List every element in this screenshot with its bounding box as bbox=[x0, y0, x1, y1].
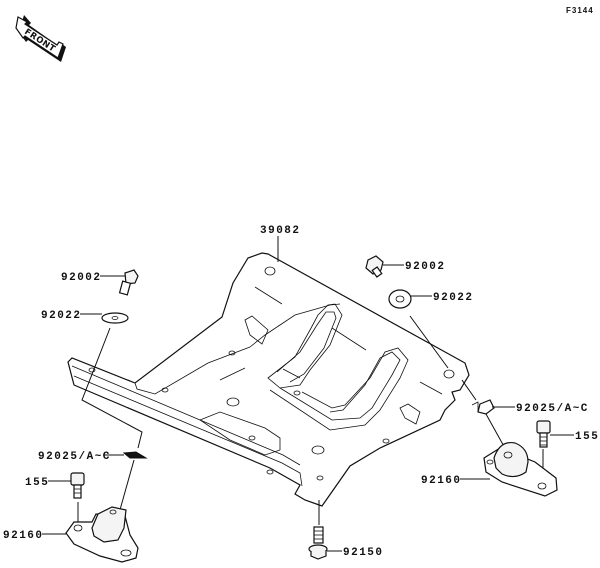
callout-155-left[interactable]: 155 bbox=[25, 477, 49, 489]
washer-icon bbox=[388, 289, 412, 309]
screw-icon bbox=[536, 420, 551, 448]
callout-39082[interactable]: 39082 bbox=[260, 225, 301, 237]
callout-92025-left[interactable]: 92025/A~C bbox=[38, 451, 111, 463]
bolt-icon bbox=[118, 269, 139, 296]
callout-92025-right[interactable]: 92025/A~C bbox=[516, 403, 589, 415]
figure-id: F3144 bbox=[566, 6, 594, 15]
clip-icon bbox=[471, 399, 495, 415]
callout-92150[interactable]: 92150 bbox=[343, 547, 384, 559]
callout-155-right[interactable]: 155 bbox=[575, 431, 599, 443]
clip-icon bbox=[122, 451, 148, 459]
callout-92002-left[interactable]: 92002 bbox=[61, 272, 102, 284]
engine-mount-icon bbox=[483, 441, 558, 497]
front-label: FRONT bbox=[22, 27, 57, 54]
callout-92022-left[interactable]: 92022 bbox=[41, 310, 82, 322]
engine-mount-icon bbox=[65, 506, 139, 563]
mounting-hole bbox=[443, 369, 455, 379]
callout-92160-left[interactable]: 92160 bbox=[3, 530, 44, 542]
bolt-icon bbox=[365, 255, 384, 278]
bolt-icon bbox=[308, 526, 328, 560]
callout-92160-right[interactable]: 92160 bbox=[421, 475, 462, 487]
mounting-hole bbox=[264, 266, 276, 276]
callout-92002-right[interactable]: 92002 bbox=[405, 261, 446, 273]
screw-icon bbox=[70, 472, 85, 499]
washer-icon bbox=[101, 312, 129, 324]
skid-plate bbox=[67, 252, 470, 507]
front-direction-arrow-icon: FRONT bbox=[15, 15, 66, 62]
callout-92022-right[interactable]: 92022 bbox=[433, 292, 474, 304]
